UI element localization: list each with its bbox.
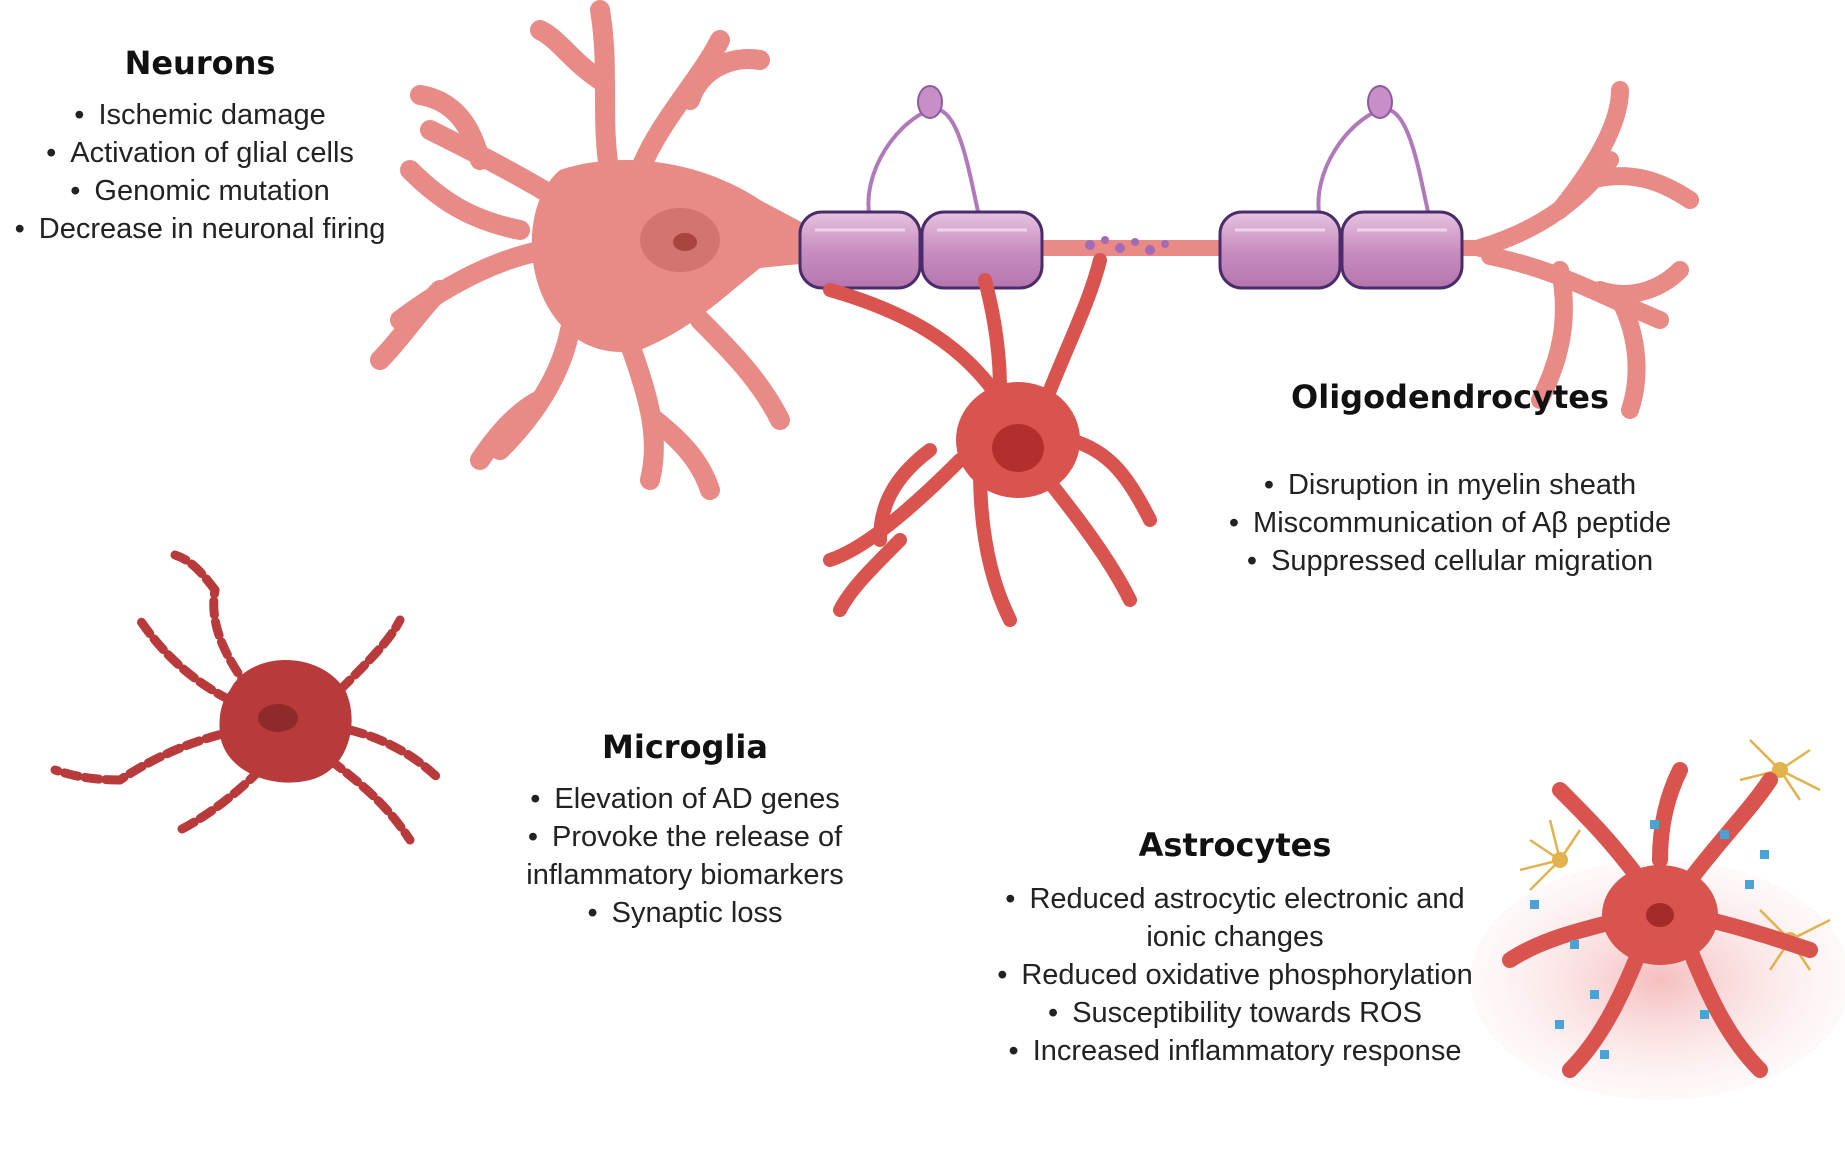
astrocytes-list: Reduced astrocytic electronic and ionic …	[990, 880, 1480, 1070]
list-item: Decrease in neuronal firing	[0, 210, 400, 248]
oligodendrocytes-list: Disruption in myelin sheath Miscommunica…	[1200, 466, 1700, 580]
list-item: Reduced oxidative phosphorylation	[990, 956, 1480, 994]
oligodendrocytes-section: Oligodendrocytes Disruption in myelin sh…	[1200, 378, 1700, 580]
microglia-cell	[50, 550, 445, 845]
list-item: Ischemic damage	[0, 96, 400, 134]
astrocytes-title: Astrocytes	[1138, 826, 1332, 864]
neurons-title: Neurons	[124, 44, 276, 82]
microglia-section: Microglia Elevation of AD genes Provoke …	[450, 728, 920, 932]
list-item: Synaptic loss	[450, 894, 920, 932]
astrocytes-section: Astrocytes Reduced astrocytic electronic…	[990, 826, 1480, 1070]
neuron-cell	[370, 0, 1699, 500]
list-item: Genomic mutation	[0, 172, 400, 210]
list-item: Suppressed cellular migration	[1200, 542, 1700, 580]
astrocyte-cell	[1470, 739, 1845, 1100]
microglia-title: Microglia	[602, 728, 768, 766]
list-item: Provoke the release of inflammatory biom…	[450, 818, 920, 894]
list-item: Reduced astrocytic electronic and ionic …	[990, 880, 1480, 956]
list-item: Increased inflammatory response	[990, 1032, 1480, 1070]
list-item: Miscommunication of Aβ peptide	[1200, 504, 1700, 542]
list-item: Susceptibility towards ROS	[990, 994, 1480, 1032]
neurons-list: Ischemic damage Activation of glial cell…	[0, 96, 400, 248]
oligodendrocytes-title: Oligodendrocytes	[1291, 378, 1609, 416]
list-item: Elevation of AD genes	[450, 780, 920, 818]
myelin-sheath	[798, 85, 1464, 290]
list-item: Disruption in myelin sheath	[1200, 466, 1700, 504]
oligodendrocyte-cell	[823, 253, 1157, 627]
list-item: Activation of glial cells	[0, 134, 400, 172]
neurons-section: Neurons Ischemic damage Activation of gl…	[0, 44, 400, 248]
microglia-list: Elevation of AD genes Provoke the releas…	[450, 780, 920, 932]
